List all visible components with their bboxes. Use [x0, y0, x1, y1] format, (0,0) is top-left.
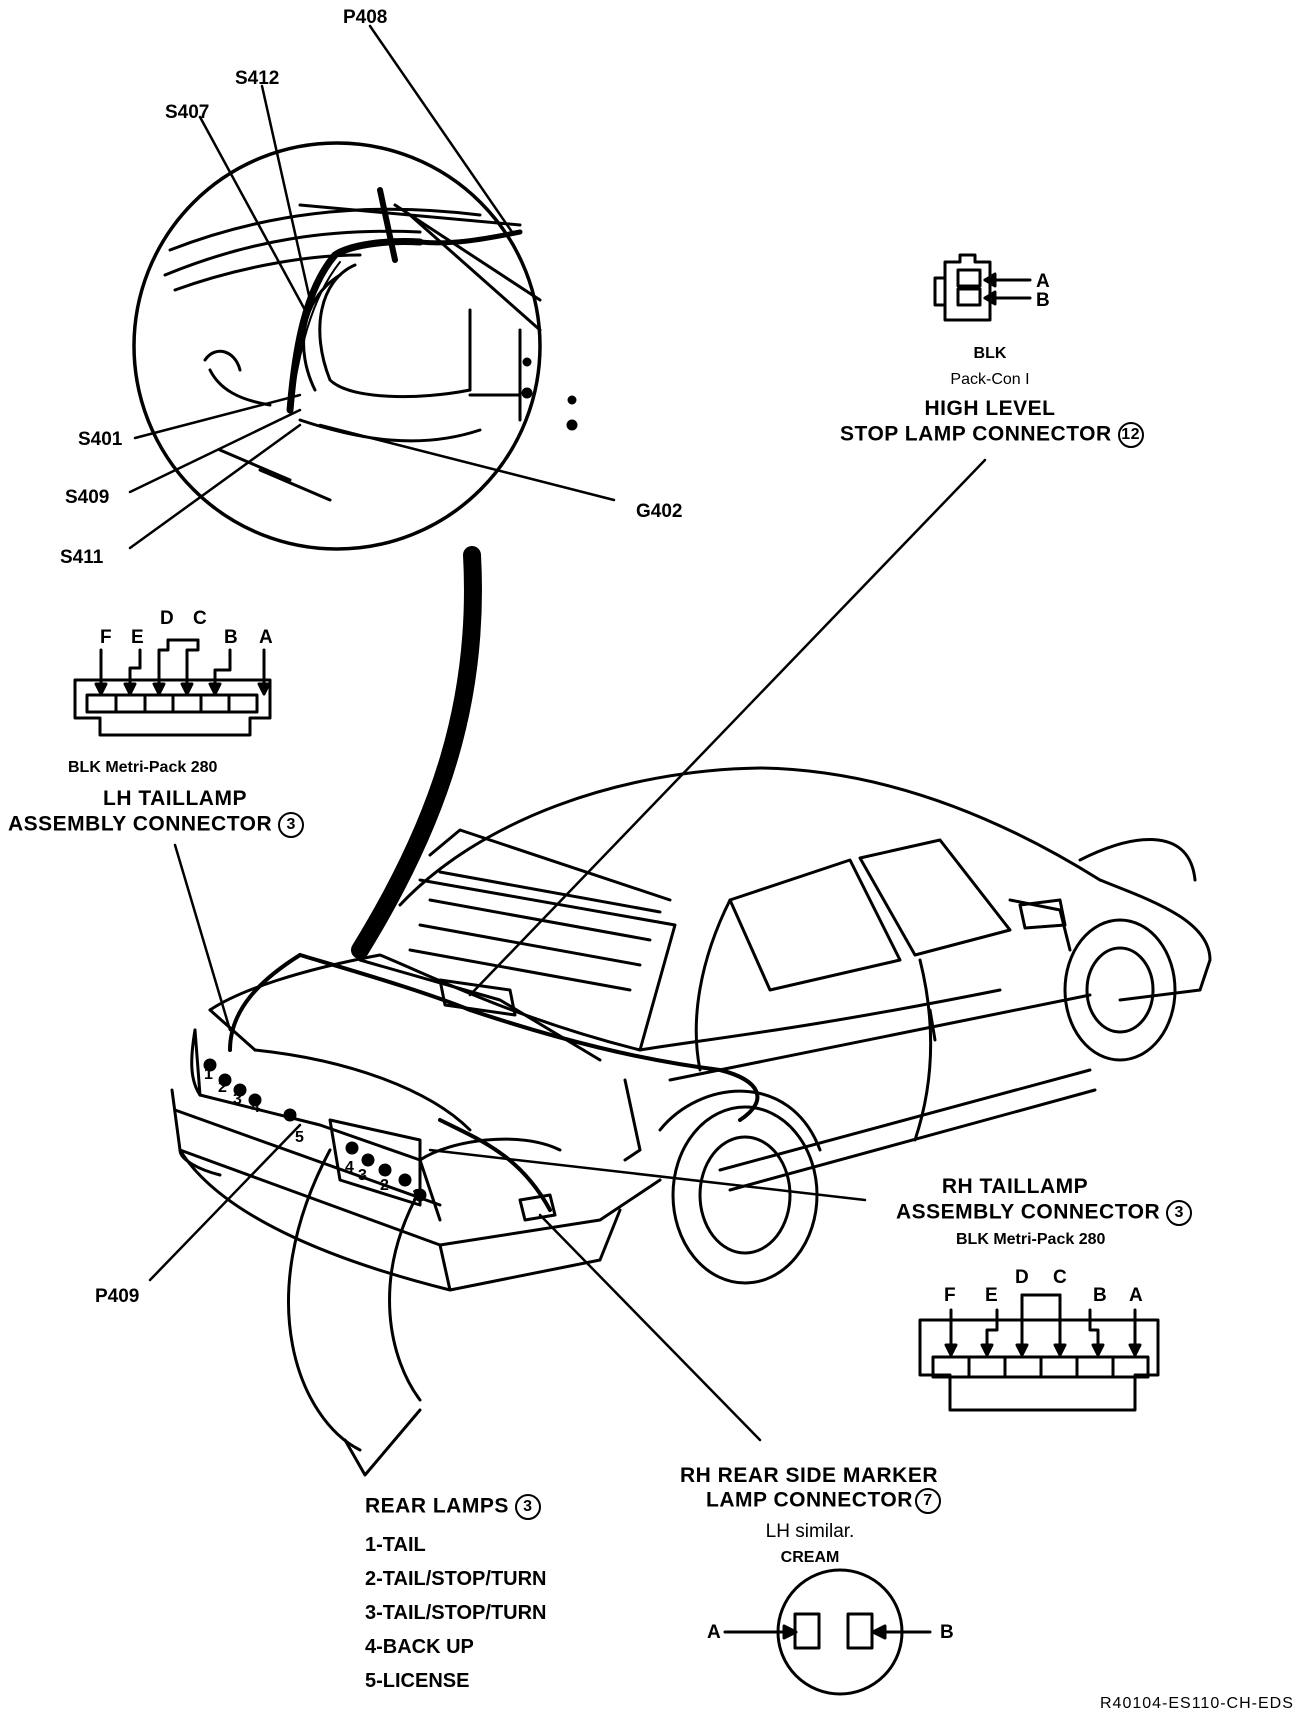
- car-body: [170, 766, 1212, 1292]
- rh-taillamp-title-line1: RH TAILLAMP: [941, 1175, 1089, 1198]
- rh-pin-b: B: [1093, 1285, 1107, 1306]
- lh-pin-c: C: [193, 608, 207, 629]
- rear-lamp-item-2: 2-TAIL/STOP/TURN: [365, 1568, 547, 1590]
- rh-taillamp-ref-circle: 3: [1166, 1200, 1193, 1226]
- rear-lamps-title-text: REAR LAMPS: [365, 1494, 509, 1518]
- lh-pin-a: A: [259, 627, 273, 648]
- lamp-number-left-4: 4: [251, 1099, 260, 1116]
- lh-pin-b: B: [224, 627, 238, 648]
- rh-pin-f: F: [944, 1285, 956, 1306]
- splice-label-p409: P409: [95, 1286, 140, 1307]
- lamp-number-right-1: 1: [412, 1187, 421, 1204]
- lh-taillamp-type: BLK Metri-Pack 280: [68, 759, 218, 776]
- splice-label-s412: S412: [235, 68, 280, 89]
- splice-label-s409: S409: [65, 487, 110, 508]
- side-marker-pin-a: A: [707, 1622, 721, 1643]
- lamp-number-right-5: 5: [295, 1129, 304, 1146]
- high-level-title-line1: HIGH LEVEL: [924, 397, 1056, 420]
- lh-taillamp-connector-face: [73, 638, 272, 737]
- rear-lamp-item-5: 5-LICENSE: [365, 1670, 470, 1692]
- side-marker-title-line1: RH REAR SIDE MARKER: [680, 1464, 939, 1487]
- rear-lamp-item-3: 3-TAIL/STOP/TURN: [365, 1602, 547, 1624]
- high-level-pin-b: B: [1036, 290, 1050, 311]
- rh-pin-e: E: [985, 1285, 998, 1306]
- lamp-number-left-2: 2: [218, 1079, 227, 1096]
- rh-taillamp-connector-face: [918, 1293, 1160, 1412]
- high-level-ref-circle: 12: [1117, 422, 1144, 448]
- lamp-number-right-2: 2: [380, 1177, 389, 1194]
- rear-lamp-item-4: 4-BACK UP: [365, 1636, 474, 1658]
- splice-label-p408: P408: [343, 7, 388, 28]
- high-level-type: Pack-Con I: [950, 371, 1030, 388]
- lamp-number-right-4: 4: [345, 1159, 354, 1176]
- lamp-number-left-1: 1: [204, 1066, 213, 1083]
- side-marker-color: CREAM: [780, 1549, 840, 1566]
- ground-label-g402: G402: [636, 501, 683, 522]
- rh-pin-c: C: [1053, 1267, 1067, 1288]
- rh-pin-a: A: [1129, 1285, 1143, 1306]
- lh-taillamp-title-text: ASSEMBLY CONNECTOR: [8, 812, 273, 836]
- side-marker-pin-b: B: [940, 1622, 954, 1643]
- lh-taillamp-ref-circle: 3: [278, 812, 305, 838]
- high-level-color: BLK: [973, 345, 1007, 362]
- side-marker-ref-circle: 7: [914, 1488, 941, 1514]
- lamp-number-right-3: 3: [358, 1167, 367, 1184]
- side-marker-connector-face: [723, 1568, 932, 1696]
- rh-taillamp-type: BLK Metri-Pack 280: [956, 1231, 1106, 1248]
- splice-label-s407: S407: [165, 102, 210, 123]
- lh-pin-e: E: [131, 627, 144, 648]
- lamp-number-left-3: 3: [233, 1091, 242, 1108]
- splice-label-s411: S411: [60, 547, 104, 568]
- detail-view-circle: [132, 141, 578, 551]
- lh-pin-d: D: [160, 608, 174, 629]
- side-marker-title-text: LAMP CONNECTOR: [706, 1488, 913, 1512]
- high-level-pin-a: A: [1036, 271, 1050, 292]
- connector-callout-lines: [148, 458, 987, 1442]
- lh-pin-f: F: [100, 627, 112, 648]
- rear-lamps-arrow: [287, 1148, 422, 1477]
- side-marker-note: LH similar.: [765, 1521, 855, 1542]
- high-level-stop-lamp-connector-face: [933, 253, 1032, 322]
- harness-lead: [351, 546, 482, 959]
- high-level-title-text: STOP LAMP CONNECTOR: [840, 422, 1112, 446]
- rh-taillamp-title-text: ASSEMBLY CONNECTOR: [896, 1200, 1161, 1224]
- figure-code: R40104-ES110-CH-EDS: [1100, 1695, 1294, 1712]
- rear-lamps-ref-circle: 3: [514, 1494, 541, 1520]
- rh-pin-d: D: [1015, 1267, 1029, 1288]
- rear-lamp-item-1: 1-TAIL: [365, 1534, 426, 1556]
- splice-callout-lines: [128, 24, 616, 550]
- lh-taillamp-title-line1: LH TAILLAMP: [103, 787, 247, 810]
- splice-label-s401: S401: [78, 429, 123, 450]
